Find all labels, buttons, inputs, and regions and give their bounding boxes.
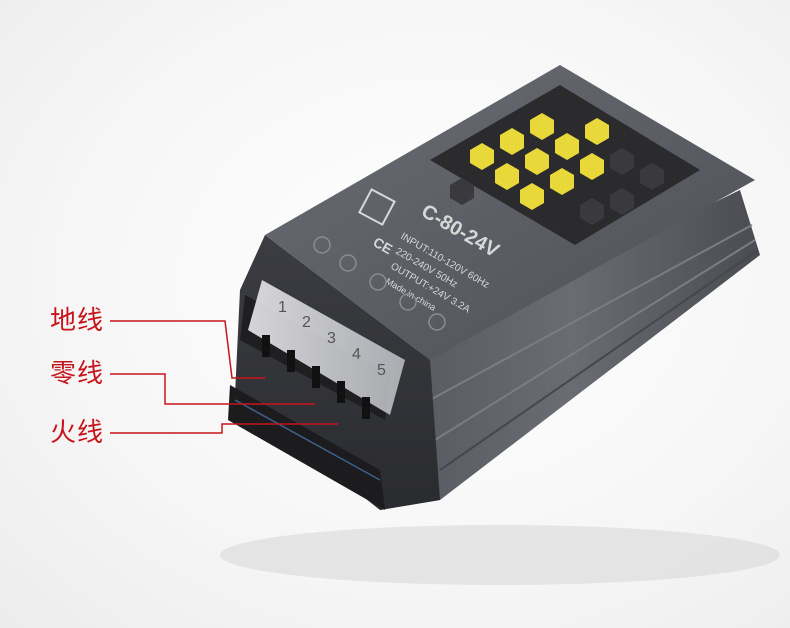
- terminal-number-5: 5: [377, 362, 386, 379]
- case-side-face: [380, 190, 760, 510]
- floor-shadow: [220, 525, 780, 585]
- callout-line-live: [110, 423, 338, 434]
- terminal-number-3: 3: [327, 330, 336, 347]
- case-groove: [429, 224, 753, 401]
- case-bottom-rail: [228, 385, 385, 510]
- terminal-number-4: 4: [352, 346, 361, 363]
- terminal-number-1: 1: [278, 299, 287, 316]
- terminal-block: 1 2 3 4 5: [240, 280, 405, 420]
- pcb-edge: [234, 399, 381, 481]
- case-groove: [439, 249, 759, 471]
- callout-line-ground: [110, 320, 265, 379]
- case-groove: [434, 239, 756, 441]
- brand-logo-icon: [358, 188, 396, 226]
- callout-line-neutral: [110, 373, 315, 405]
- terminal-cover: [248, 280, 405, 415]
- terminal-symbol-icons: [313, 236, 446, 331]
- terminal-number-2: 2: [302, 314, 311, 331]
- neutral-wire-label: 零线: [50, 359, 105, 389]
- callout-lines: [110, 320, 338, 434]
- live-wire-label: 火线: [50, 418, 105, 448]
- ventilation-mesh: [430, 85, 700, 245]
- ground-wire-label: 地线: [50, 306, 105, 336]
